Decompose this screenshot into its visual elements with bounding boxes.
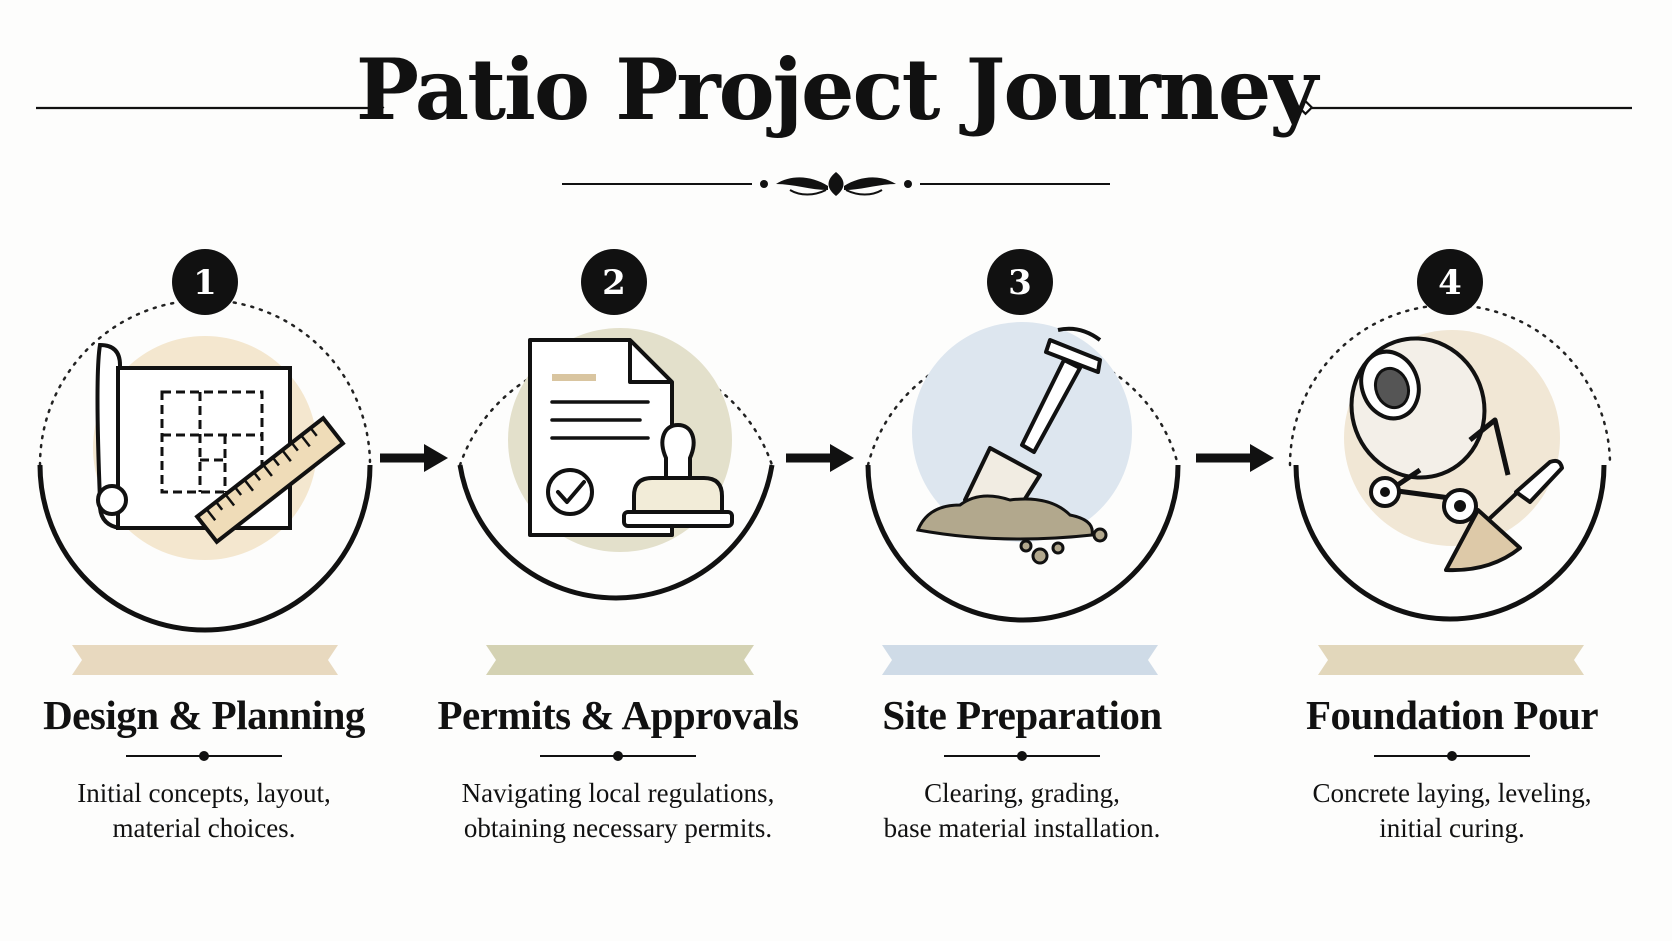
step-4-ribbon	[1318, 645, 1584, 675]
step-2-number: 2	[602, 263, 626, 303]
step-2-frame	[457, 352, 775, 601]
step-1-badge: 1	[172, 249, 238, 315]
step-3-badge: 3	[987, 249, 1053, 315]
step-4-badge: 4	[1417, 249, 1483, 315]
step-3-ribbon	[882, 645, 1158, 675]
step-1-ribbon	[72, 645, 338, 675]
step-2-divider	[540, 751, 696, 761]
step-2-title: Permits & Approvals	[437, 692, 799, 738]
arrow-3-to-4	[1196, 444, 1274, 472]
step-2-badge: 2	[581, 249, 647, 315]
page-title: Patio Project Journey	[355, 40, 1318, 139]
step-2-description: Navigating local regulations, obtaining …	[418, 776, 818, 846]
step-2-ribbon	[486, 645, 754, 675]
document-stamp-icon	[508, 328, 734, 552]
step-3-description: Clearing, grading, base material install…	[842, 776, 1202, 846]
step-1-number: 1	[193, 263, 217, 303]
step-4-description: Concrete laying, leveling, initial curin…	[1272, 776, 1632, 846]
step-3-divider	[944, 751, 1100, 761]
shovel-dirt-icon	[912, 322, 1132, 565]
step-1-title: Design & Planning	[43, 692, 365, 738]
title-right-rule	[1297, 99, 1632, 116]
title-flourish	[562, 172, 1110, 196]
arrow-1-to-2	[380, 444, 448, 472]
step-3-number: 3	[1008, 263, 1032, 303]
step-3-desc-line: Clearing, grading,	[924, 778, 1120, 808]
blueprint-ruler-icon	[93, 336, 346, 560]
step-1-desc-line: material choices.	[112, 813, 296, 843]
step-4-desc-line: initial curing.	[1379, 813, 1525, 843]
step-3-desc-line: base material installation.	[883, 813, 1161, 843]
step-2-desc-line: obtaining necessary permits.	[463, 813, 773, 843]
step-3-frame	[865, 343, 1181, 623]
step-2-desc-line: Navigating local regulations,	[461, 778, 775, 808]
cement-mixer-icon	[1344, 330, 1564, 573]
step-4-title: Foundation Pour	[1305, 692, 1599, 738]
step-4-number: 4	[1438, 263, 1462, 303]
step-3-title: Site Preparation	[882, 692, 1162, 738]
step-1-divider	[126, 751, 282, 761]
step-4-divider	[1374, 751, 1530, 761]
title-left-rule	[36, 99, 385, 116]
step-4-desc-line: Concrete laying, leveling,	[1312, 778, 1592, 808]
step-1-description: Initial concepts, layout, material choic…	[24, 776, 384, 846]
step-1-frame	[37, 298, 373, 633]
arrow-2-to-3	[786, 444, 854, 472]
step-1-desc-line: Initial concepts, layout,	[77, 778, 331, 808]
